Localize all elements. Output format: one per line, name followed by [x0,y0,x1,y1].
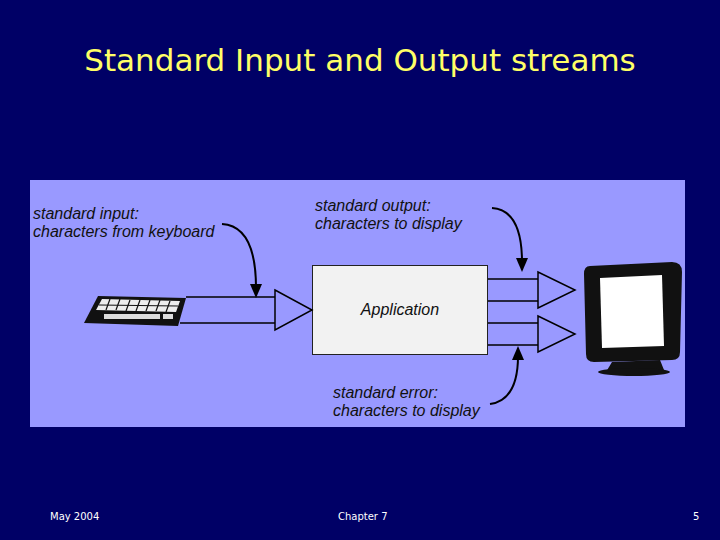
leader-arrowheads [250,258,528,360]
page-number: 5 [693,508,713,526]
slide-title: Standard Input and Output streams [0,40,720,80]
callout-text: standard error: characters to display [333,384,503,420]
callout-text: standard output: characters to display [315,197,490,233]
keyboard-icon [84,296,186,326]
input-stream-arrow [180,290,312,330]
footer-chapter: Chapter 7 [338,508,458,526]
leader-lines [222,208,522,404]
box-label: Application [361,301,439,319]
footer-date: May 2004 [50,508,170,526]
callout-text: standard input: characters from keyboard [33,205,216,241]
output-stream-arrow [488,272,575,308]
error-stream-arrow [488,316,575,352]
monitor-icon [584,262,682,376]
process-box: Application [312,265,488,355]
